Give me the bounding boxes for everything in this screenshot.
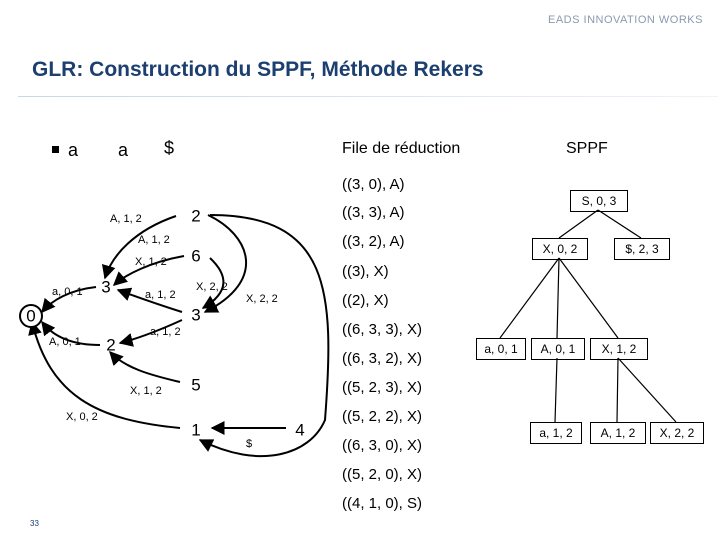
edge-3-to-0 [41, 286, 97, 314]
reduction-queue-title: File de réduction [342, 140, 461, 157]
sppf-node-s-0-3: S, 0, 3 [570, 190, 628, 212]
sppf-node-a-0-1: a, 0, 1 [476, 338, 526, 360]
sppf-node-x-2-2: X, 2, 2 [650, 422, 704, 444]
slide-title: GLR: Construction du SPPF, Méthode Reker… [32, 58, 484, 81]
sppf-edge [499, 257, 560, 339]
edge-label: X, 0, 2 [66, 411, 98, 423]
state-5: 5 [191, 376, 200, 395]
edge-label: X, 2, 2 [196, 281, 228, 293]
state-2b: 2 [191, 207, 200, 226]
sppf-edge [597, 209, 642, 239]
edge-1-to-0 [28, 320, 181, 429]
title-divider [18, 96, 718, 97]
state-circle [19, 304, 43, 328]
edge-label: X, 1, 2 [135, 256, 167, 268]
edge-label: A, 1, 2 [138, 234, 170, 246]
company-logo: EADS INNOVATION WORKS [548, 14, 703, 26]
sppf-node-a-1-2: a, 1, 2 [530, 422, 582, 444]
reduction-item: ((3), X) [342, 263, 389, 280]
input-token-1: a [68, 140, 79, 160]
edge-2-to-1-outer [198, 214, 330, 458]
edge-label: a, 1, 2 [150, 326, 181, 338]
state-0: 0 [26, 307, 35, 326]
state-6: 6 [191, 247, 200, 266]
sppf-node-x-1-2: X, 1, 2 [590, 338, 648, 360]
edge-3b-to-3 [116, 287, 183, 313]
reduction-item: ((5, 2, 3), X) [342, 379, 423, 396]
edge-2-to-3 [101, 215, 177, 280]
input-token-2: a [118, 140, 129, 160]
edge-label: A, 1, 2 [110, 213, 142, 225]
reduction-item: ((6, 3, 0), X) [342, 437, 423, 454]
bullet-marker [52, 146, 59, 153]
sppf-node-x-0-2: X, 0, 2 [532, 238, 588, 260]
sppf-edge [554, 357, 558, 423]
edge-label: X, 2, 2 [246, 293, 278, 305]
sppf-node-dollar-2-3: $, 2, 3 [614, 238, 670, 260]
sppf-edge [558, 209, 599, 239]
edge-2-to-0 [41, 320, 101, 346]
edge-label: a, 0, 1 [52, 286, 83, 298]
edge-label: X, 1, 2 [130, 385, 162, 397]
sppf-edge [616, 357, 619, 423]
reduction-item: ((2), X) [342, 292, 389, 309]
input-token-3: $ [164, 138, 175, 158]
state-3b: 3 [191, 306, 200, 325]
edge-label: $ [246, 438, 252, 450]
edge-3b-to-2 [118, 319, 183, 347]
state-4: 4 [295, 421, 304, 440]
state-2a: 2 [106, 336, 115, 355]
sppf-node-cap-a-0-1: A, 0, 1 [531, 338, 585, 360]
sppf-title: SPPF [566, 140, 608, 157]
reduction-item: ((5, 2, 2), X) [342, 408, 423, 425]
sppf-edge [556, 257, 560, 339]
reduction-item: ((3, 0), A) [342, 176, 405, 193]
edge-5-to-2 [109, 350, 181, 383]
page-number: 33 [30, 519, 39, 528]
reduction-item: ((3, 3), A) [342, 204, 405, 221]
reduction-item: ((6, 3, 3), X) [342, 321, 423, 338]
state-3: 3 [101, 278, 110, 297]
reduction-item: ((5, 2, 0), X) [342, 466, 423, 483]
edge-6-to-3 [112, 255, 185, 286]
state-1: 1 [191, 421, 200, 440]
sppf-node-cap-a-1-2: A, 1, 2 [590, 422, 646, 444]
reduction-item: ((3, 2), A) [342, 233, 405, 250]
sppf-edge [558, 257, 619, 339]
reduction-item: ((6, 3, 2), X) [342, 350, 423, 367]
edge-label: a, 1, 2 [145, 289, 176, 301]
edge-label: A, 0, 1 [49, 336, 81, 348]
sppf-edge [617, 357, 677, 423]
reduction-item: ((4, 1, 0), S) [342, 495, 423, 512]
edge-2-to-3b [203, 214, 248, 313]
